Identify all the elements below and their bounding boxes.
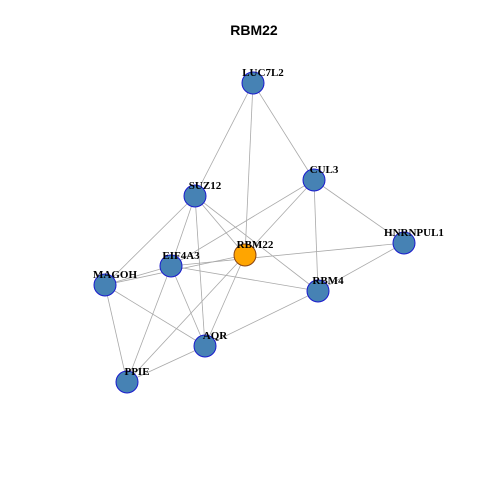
node-label-suz12: SUZ12 — [189, 180, 222, 192]
node-ppie[interactable] — [115, 370, 139, 394]
node-label-rbm4: RBM4 — [312, 275, 344, 287]
node-rbm4[interactable] — [306, 279, 330, 303]
edge-magoh-aqr — [104, 284, 206, 347]
edge-suz12-rbm4 — [194, 195, 319, 292]
edge-rbm22-aqr — [204, 254, 246, 347]
edge-layer — [104, 82, 405, 383]
node-label-eif4a3: EIF4A3 — [162, 250, 200, 262]
edge-luc7l2-cul3 — [252, 82, 315, 181]
edge-cul3-eif4a3 — [170, 179, 315, 267]
node-label-hnrnpul1: HNRNPUL1 — [384, 227, 444, 239]
edge-suz12-magoh — [104, 195, 196, 286]
edge-suz12-eif4a3 — [170, 195, 196, 267]
node-eif4a3[interactable] — [159, 254, 183, 278]
edge-aqr-ppie — [126, 345, 206, 383]
node-label-ppie: PPIE — [124, 366, 149, 378]
diagram-title: RBM22 — [230, 22, 278, 38]
edge-rbm22-ppie — [126, 254, 246, 383]
edge-eif4a3-aqr — [170, 265, 206, 347]
node-label-rbm22: RBM22 — [237, 239, 274, 251]
edge-luc7l2-suz12 — [194, 82, 254, 197]
edge-eif4a3-ppie — [126, 265, 172, 383]
edge-suz12-rbm22 — [194, 195, 246, 256]
edge-luc7l2-rbm22 — [244, 82, 254, 256]
node-label-aqr: AQR — [203, 330, 229, 342]
node-label-magoh: MAGOH — [93, 269, 137, 281]
edge-cul3-rbm4 — [313, 179, 319, 292]
node-luc7l2[interactable] — [241, 71, 265, 95]
edge-magoh-ppie — [104, 284, 128, 383]
node-label-luc7l2: LUC7L2 — [242, 67, 284, 79]
edge-cul3-hnrnpul1 — [313, 179, 405, 244]
edge-rbm4-aqr — [204, 290, 319, 347]
edge-hnrnpul1-rbm4 — [317, 242, 405, 292]
node-label-cul3: CUL3 — [310, 164, 339, 176]
edge-eif4a3-rbm4 — [170, 265, 319, 292]
node-hnrnpul1[interactable] — [392, 231, 416, 255]
node-magoh[interactable] — [93, 273, 117, 297]
node-rbm22[interactable] — [233, 243, 257, 267]
node-aqr[interactable] — [193, 334, 217, 358]
edge-cul3-rbm22 — [244, 179, 315, 256]
node-cul3[interactable] — [302, 168, 326, 192]
node-layer — [93, 71, 416, 394]
node-suz12[interactable] — [183, 184, 207, 208]
